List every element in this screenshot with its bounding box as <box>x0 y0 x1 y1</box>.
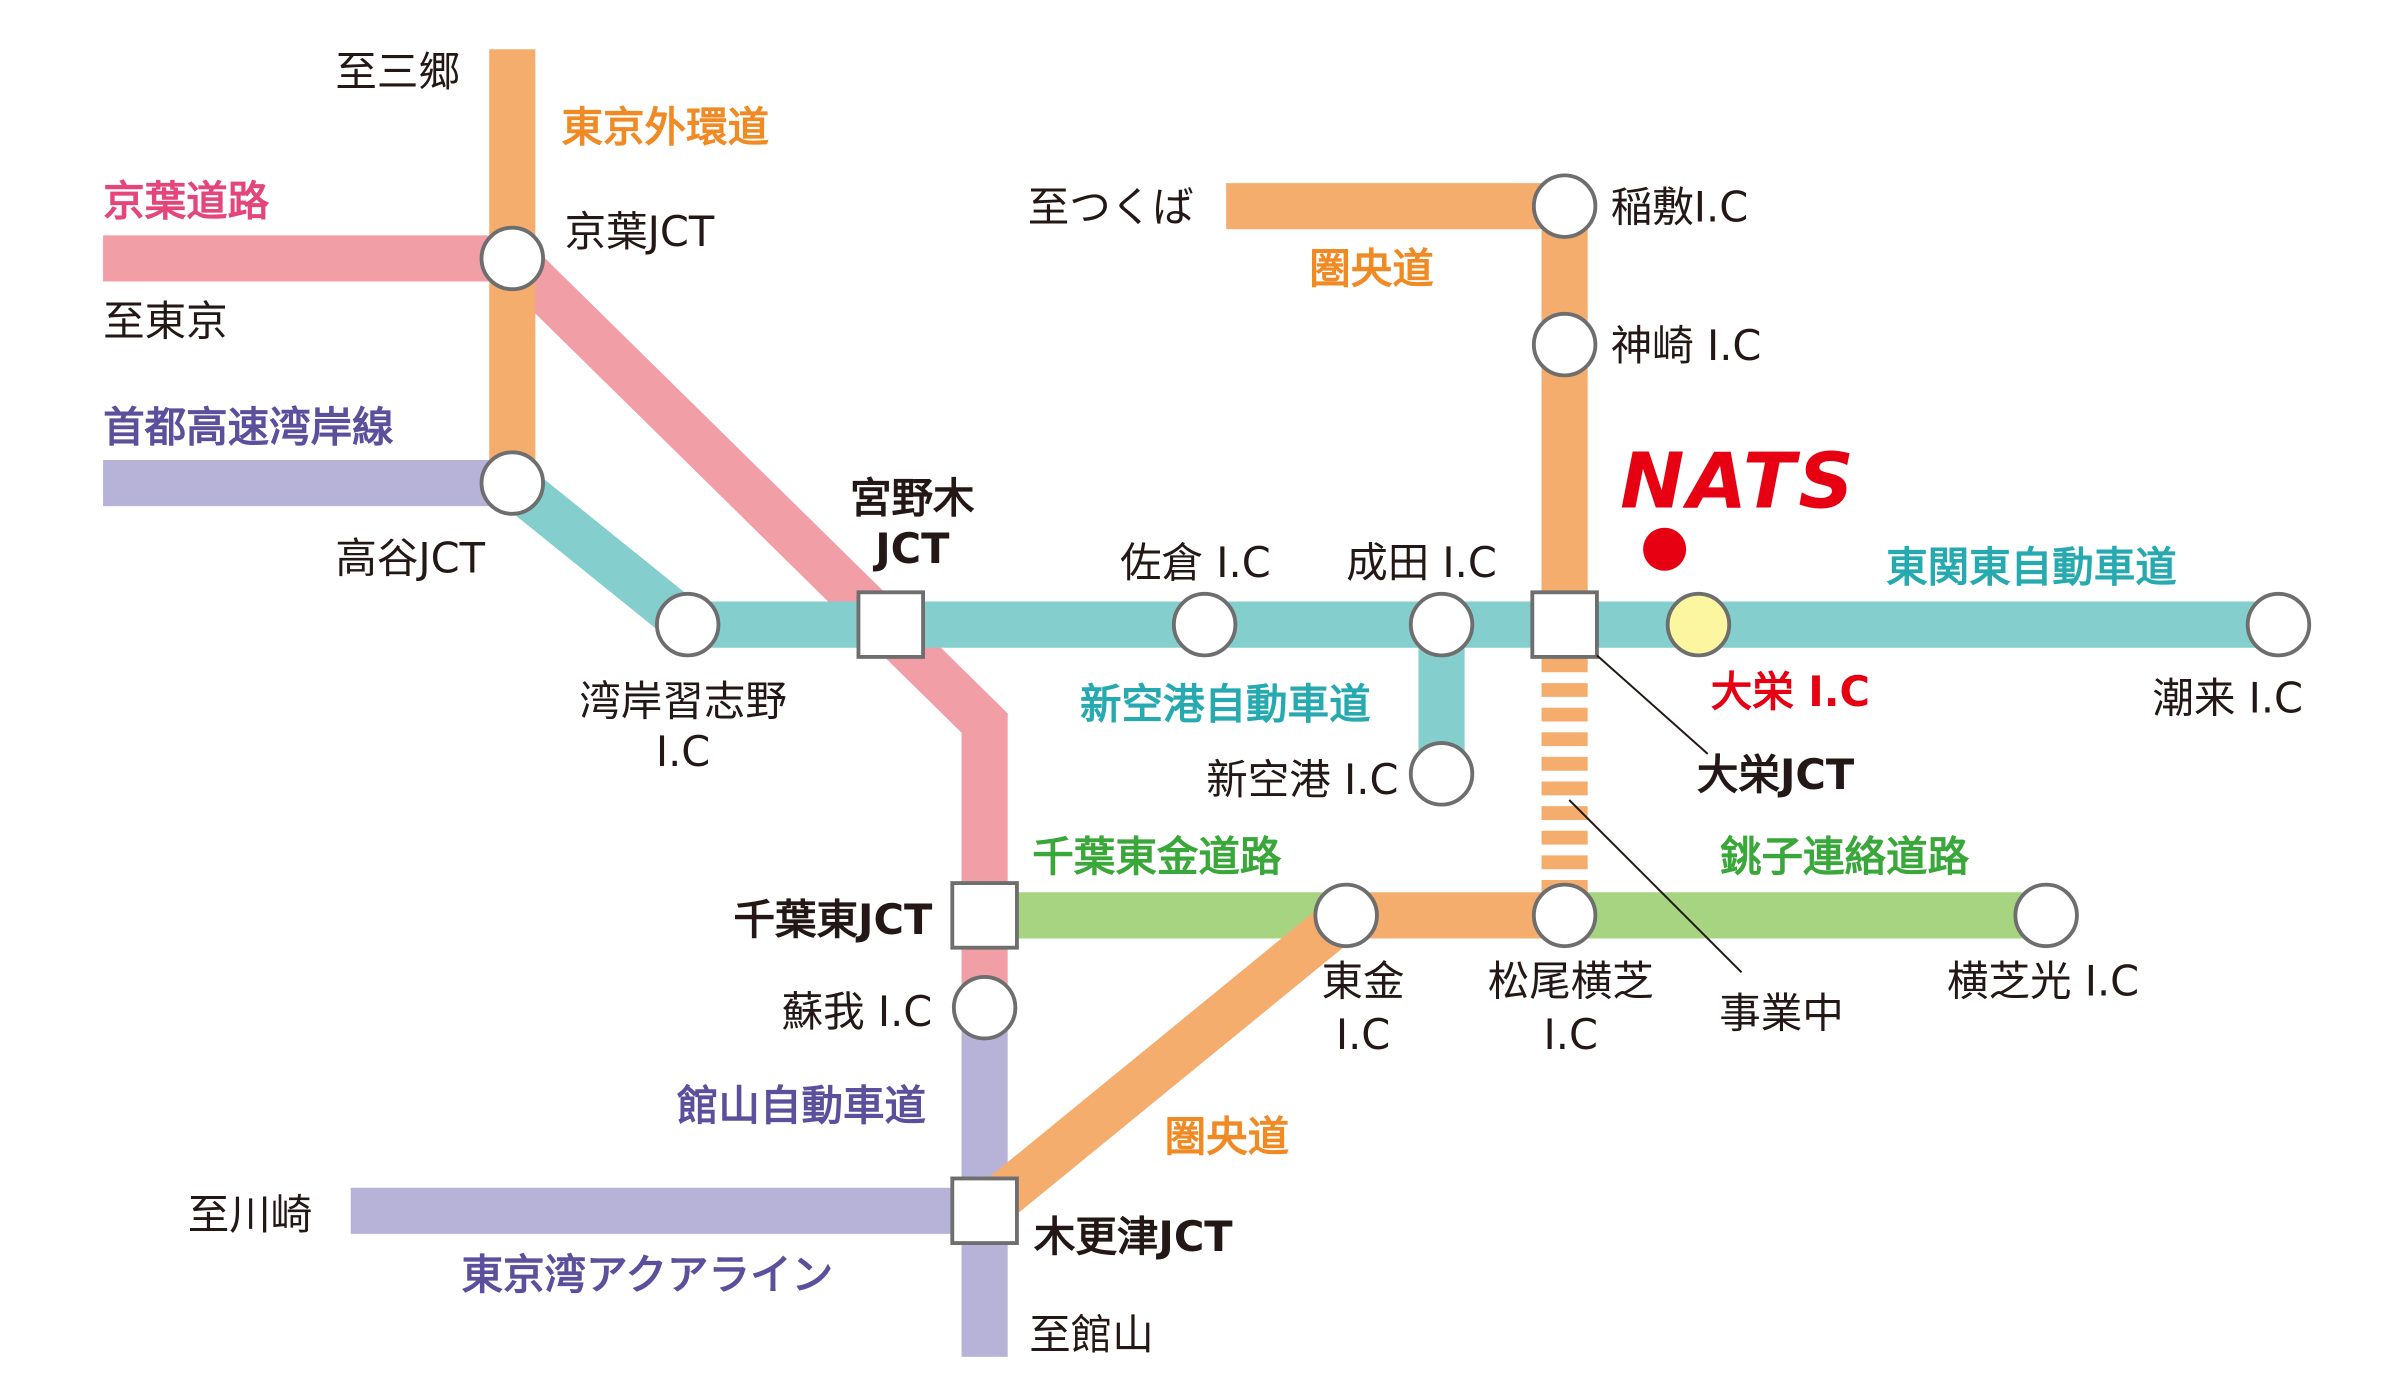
label-miyanogi-jct-1: 宮野木 <box>850 473 975 522</box>
destination-tateyama: 至館山 <box>1029 1310 1154 1359</box>
togane-ic-node[interactable] <box>1313 882 1379 949</box>
label-wangan-narashino-2: I.C <box>656 727 710 776</box>
keiyo-road-line <box>103 235 1008 1008</box>
matsuo-yokoshiba-ic-node[interactable] <box>1531 882 1598 949</box>
road-label-chiba-togane: 千葉東金道路 <box>1032 832 1282 881</box>
label-matsuo-yokoshiba-ic-2: I.C <box>1544 1010 1598 1059</box>
takaya-jct-node[interactable] <box>479 450 546 516</box>
label-chiba-higashi-jct: 千葉東JCT <box>734 895 933 944</box>
label-takaya-jct: 高谷JCT <box>335 533 485 582</box>
road-label-shin-kuko: 新空港自動車道 <box>1080 679 1371 728</box>
soga-ic-node[interactable] <box>951 975 1018 1041</box>
label-itako-ic: 潮来 I.C <box>2152 673 2303 722</box>
taiei-jct-leader <box>1596 654 1709 755</box>
label-taiei-ic: 大栄 I.C <box>1711 667 1870 716</box>
destination-labels: 至三郷 至東京 至つくば 至川崎 至館山 <box>103 47 1194 1359</box>
label-taiei-jct: 大栄JCT <box>1697 750 1855 799</box>
label-matsuo-yokoshiba-ic-1: 松尾横芝 <box>1488 956 1654 1005</box>
taiei-ic-node[interactable] <box>1665 591 1732 658</box>
label-yokoshibahikari-ic: 横芝光 I.C <box>1947 956 2139 1005</box>
sakura-ic-node[interactable] <box>1171 591 1238 658</box>
kozaki-ic-node[interactable] <box>1531 311 1598 378</box>
destination-kawasaki: 至川崎 <box>188 1190 313 1239</box>
road-label-tokyo-gaikan: 東京外環道 <box>562 103 770 152</box>
label-kisarazu-jct: 木更津JCT <box>1034 1212 1233 1261</box>
label-togane-ic-2: I.C <box>1336 1010 1390 1059</box>
road-label-ken-o-do-south: 圏央道 <box>1165 1112 1290 1161</box>
narita-ic-node[interactable] <box>1408 591 1475 658</box>
wangan-narashino-ic-node[interactable] <box>655 591 721 658</box>
label-inashiki-ic: 稲敷I.C <box>1611 183 1748 232</box>
taiei-jct-node[interactable] <box>1530 590 1599 659</box>
shin-kuko-ic-node[interactable] <box>1408 741 1475 807</box>
road-label-shuto-wangan: 首都高速湾岸線 <box>103 403 394 452</box>
chiba-higashi-jct-node[interactable] <box>950 881 1019 950</box>
road-label-ken-o-do-north: 圏央道 <box>1309 244 1434 293</box>
label-kozaki-ic: 神崎 I.C <box>1611 321 1762 370</box>
label-under-construction: 事業中 <box>1719 989 1844 1038</box>
yokoshibahikari-ic-node[interactable] <box>2013 882 2079 949</box>
station-labels: 京葉JCT 高谷JCT 湾岸習志野 I.C 宮野木 JCT 佐倉 I.C 成田 … <box>335 183 2303 1261</box>
road-label-tateyama: 館山自動車道 <box>677 1081 926 1130</box>
miyanogi-jct-node[interactable] <box>856 590 925 659</box>
road-label-choshi-renraku: 銚子連絡道路 <box>1720 832 1970 881</box>
nats-location-marker[interactable] <box>1643 527 1687 571</box>
destination-misato: 至三郷 <box>335 47 460 96</box>
road-label-aqualine: 東京湾アクアライン <box>462 1250 834 1299</box>
label-miyanogi-jct-2: JCT <box>872 524 950 573</box>
label-shin-kuko-ic: 新空港 I.C <box>1206 755 1398 804</box>
destination-tokyo: 至東京 <box>103 296 228 345</box>
leader-lines <box>1568 654 1743 974</box>
under-construction-leader <box>1568 799 1743 974</box>
inashiki-ic-node[interactable] <box>1531 173 1598 239</box>
road-label-keiyo: 京葉道路 <box>103 176 270 225</box>
label-sakura-ic: 佐倉 I.C <box>1120 538 1271 587</box>
label-soga-ic: 蘇我 I.C <box>782 987 933 1036</box>
nats-logo: NATS <box>1620 438 1857 527</box>
itako-ic-node[interactable] <box>2245 591 2312 658</box>
road-label-higashi-kanto: 東関東自動車道 <box>1886 543 2177 592</box>
road-labels: 東京外環道 京葉道路 首都高速湾岸線 圏央道 東関東自動車道 新空港自動車道 千… <box>103 103 2177 1300</box>
kisarazu-jct-node[interactable] <box>950 1176 1019 1246</box>
label-togane-ic-1: 東金 <box>1322 956 1405 1005</box>
label-wangan-narashino-1: 湾岸習志野 <box>579 676 787 725</box>
destination-tsukuba: 至つくば <box>1028 183 1194 232</box>
nodes <box>479 173 2312 1246</box>
label-narita-ic: 成田 I.C <box>1346 538 1497 587</box>
keiyo-jct-node[interactable] <box>479 225 546 292</box>
label-keiyo-jct: 京葉JCT <box>565 207 715 256</box>
ken-o-do-south-line <box>970 892 1565 1229</box>
